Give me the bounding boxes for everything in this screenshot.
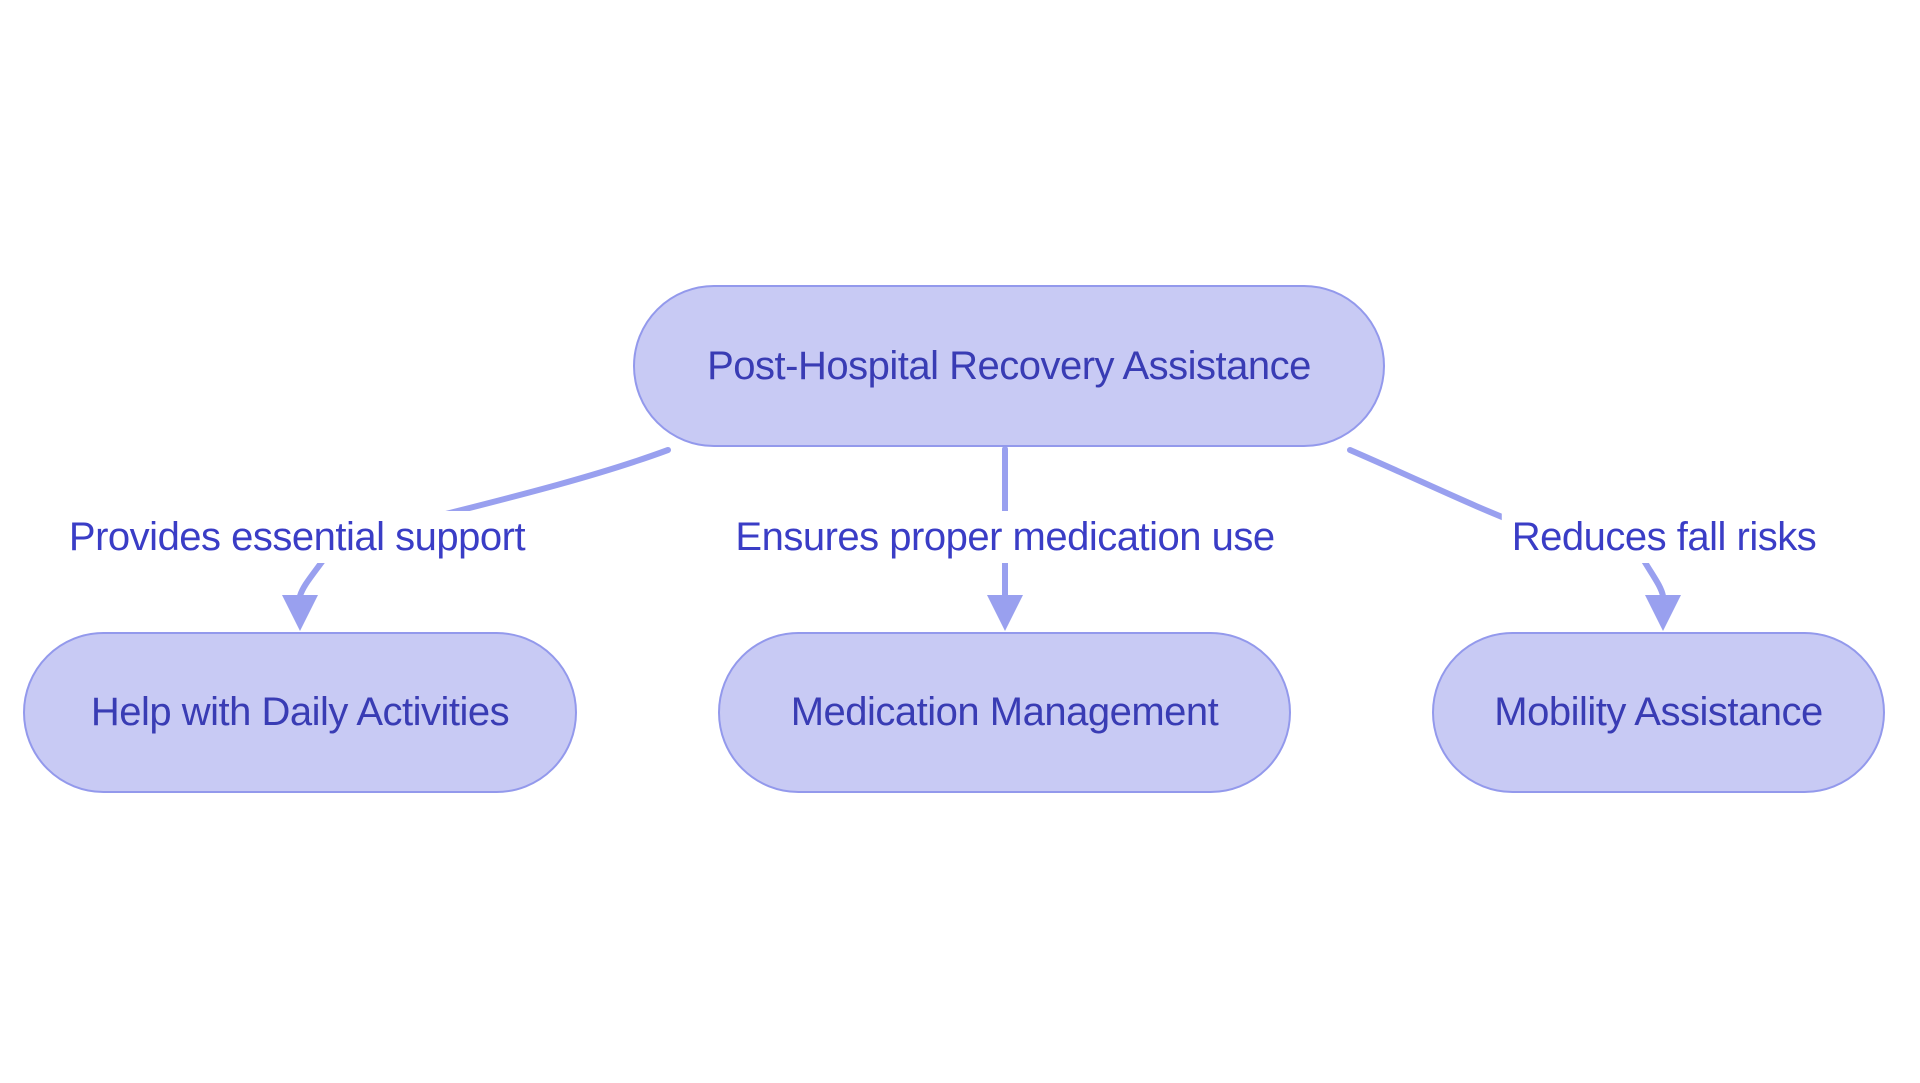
edge-label-provides-essential-support: Provides essential support xyxy=(58,511,536,563)
node-daily-label: Help with Daily Activities xyxy=(90,690,510,734)
node-mobility-assistance: Mobility Assistance xyxy=(1432,632,1885,793)
arrowhead-medication-icon xyxy=(987,595,1023,631)
node-medication-management: Medication Management xyxy=(718,632,1291,793)
arrowhead-daily-icon xyxy=(282,595,318,631)
edge-root-to-daily-arrow-curve xyxy=(297,556,327,599)
node-help-with-daily-activities: Help with Daily Activities xyxy=(23,632,577,793)
node-mobility-label: Mobility Assistance xyxy=(1494,690,1823,734)
node-post-hospital-recovery-assistance: Post-Hospital Recovery Assistance xyxy=(633,285,1385,447)
arrowhead-mobility-icon xyxy=(1645,595,1681,631)
node-medication-label: Medication Management xyxy=(790,690,1219,734)
edge-label-reduces-fall-risks: Reduces fall risks xyxy=(1501,511,1827,563)
edge-root-to-mobility-arrow-curve xyxy=(1640,556,1666,599)
node-root-label: Post-Hospital Recovery Assistance xyxy=(707,343,1311,388)
edge-label-ensures-proper-medication-use: Ensures proper medication use xyxy=(725,511,1285,563)
